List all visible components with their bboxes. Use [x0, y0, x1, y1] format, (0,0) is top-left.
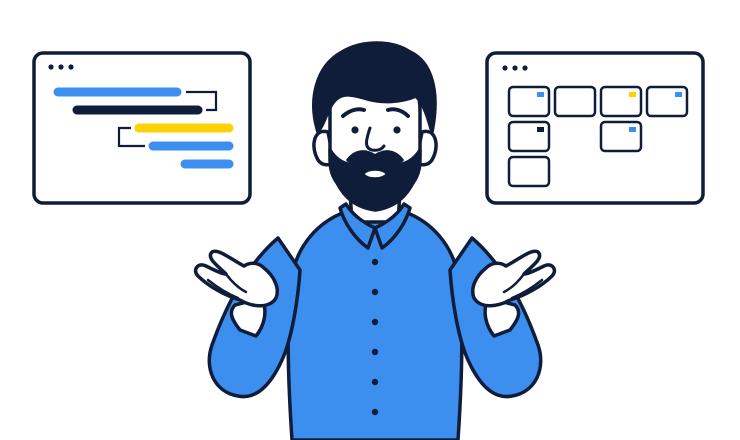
gantt-window — [32, 51, 252, 205]
mustache — [346, 150, 404, 167]
shirt — [286, 210, 464, 440]
left-eyebrow — [341, 107, 366, 118]
left-hand — [193, 249, 279, 308]
kanban-card-tag — [537, 92, 544, 97]
kanban-card — [599, 120, 643, 153]
left-eye — [351, 126, 359, 134]
kanban-card — [507, 85, 551, 118]
nose — [365, 126, 386, 152]
shirt-buttons — [371, 258, 379, 416]
kanban-card-tag — [537, 127, 544, 132]
kanban-card — [507, 120, 551, 153]
mouth — [361, 168, 389, 180]
window-dot-icon — [48, 64, 54, 70]
window-dot-icon — [512, 65, 518, 71]
right-eye — [393, 126, 401, 134]
right-hand — [471, 249, 557, 308]
collar-right — [373, 202, 412, 250]
kanban-card — [599, 85, 643, 118]
person — [193, 41, 557, 440]
window-dot-icon — [68, 64, 74, 70]
window-dot-icon — [502, 65, 508, 71]
kanban-card — [645, 85, 689, 118]
gantt-connector — [117, 126, 145, 148]
right-eyebrow — [386, 107, 410, 118]
kanban-card — [507, 155, 551, 188]
kanban-window — [485, 51, 705, 205]
hair — [312, 41, 437, 134]
kanban-card-tag — [629, 127, 636, 132]
gantt-connector — [186, 90, 218, 112]
kanban-card-tag — [629, 92, 636, 97]
window-dot-icon — [58, 64, 64, 70]
kanban-card — [553, 85, 597, 118]
kanban-card-tag — [675, 92, 682, 97]
window-dot-icon — [522, 65, 528, 71]
